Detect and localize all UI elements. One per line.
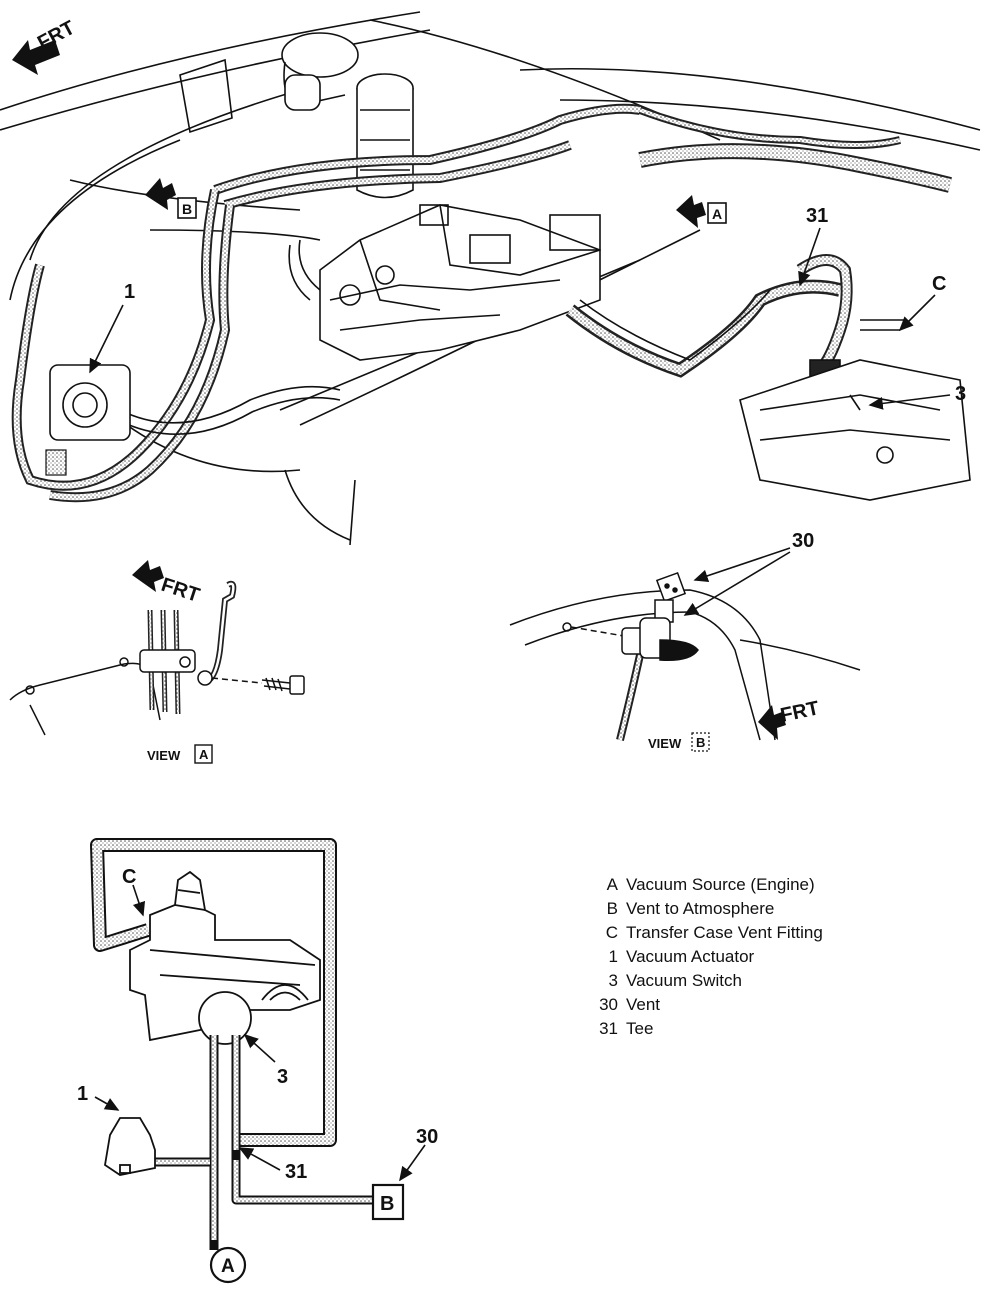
legend-text: Vent to Atmosphere [626,899,775,918]
legend-text: Vacuum Switch [626,971,742,990]
legend-item: C Transfer Case Vent Fitting [588,921,968,945]
callout-31-schematic: 31 [285,1161,307,1183]
legend-item: 31 Tee [588,1017,968,1041]
legend-text: Vacuum Actuator [626,947,755,966]
frt-arrow-view-b [758,705,786,740]
view-b-caption: VIEW B [648,732,710,752]
top-callouts [89,227,951,410]
legend-key: 31 [599,1019,618,1038]
callout-1-schematic: 1 [77,1083,88,1105]
legend-text: Vacuum Source (Engine) [626,875,815,894]
legend-key: A [606,875,618,894]
callout-1-top: 1 [124,281,135,303]
view-a-illustration [9,560,305,736]
schematic [90,838,405,1284]
legend-text: Transfer Case Vent Fitting [626,923,823,942]
frt-label-view-a: FRT [158,574,202,607]
legend-key: 30 [599,995,618,1014]
callout-3-schematic: 3 [277,1066,288,1088]
view-b-caption-letter: B [696,735,705,750]
view-a-caption: VIEW A [147,744,213,764]
callout-3-top: 3 [955,383,966,405]
legend-item: 3 Vacuum Switch [588,969,968,993]
vacuum-source-a-label: A [221,1256,235,1277]
legend-item: 1 Vacuum Actuator [588,945,968,969]
callout-c-top: C [932,273,946,295]
view-b-marker-label: B [182,201,192,217]
view-b-illustration [509,571,861,741]
legend-key: 1 [608,947,618,966]
vent-b-label: B [380,1193,394,1215]
legend-text: Vent [626,995,661,1014]
legend-key: B [606,899,618,918]
legend-item: B Vent to Atmosphere [588,897,968,921]
view-a-caption-word: VIEW [147,748,181,763]
legend-item: A Vacuum Source (Engine) [588,873,968,897]
schematic-callouts [94,884,426,1182]
view-a-caption-letter: A [199,747,209,762]
legend-key: C [605,923,618,942]
callout-30-view-b: 30 [792,530,814,552]
view-a-marker-label: A [712,206,722,222]
view-b-callouts [683,547,791,616]
callout-c-schematic: C [122,866,136,888]
callout-31-top: 31 [806,205,828,227]
callout-30-schematic: 30 [416,1126,438,1148]
legend: A Vacuum Source (Engine) B Vent to Atmos… [588,873,968,1041]
legend-item: 30 Vent [588,993,968,1017]
legend-key: 3 [608,971,618,990]
legend-text: Tee [626,1019,654,1038]
view-b-caption-word: VIEW [648,736,682,751]
engine-bay-illustration [0,11,981,546]
frt-label-view-b: FRT [778,697,821,727]
